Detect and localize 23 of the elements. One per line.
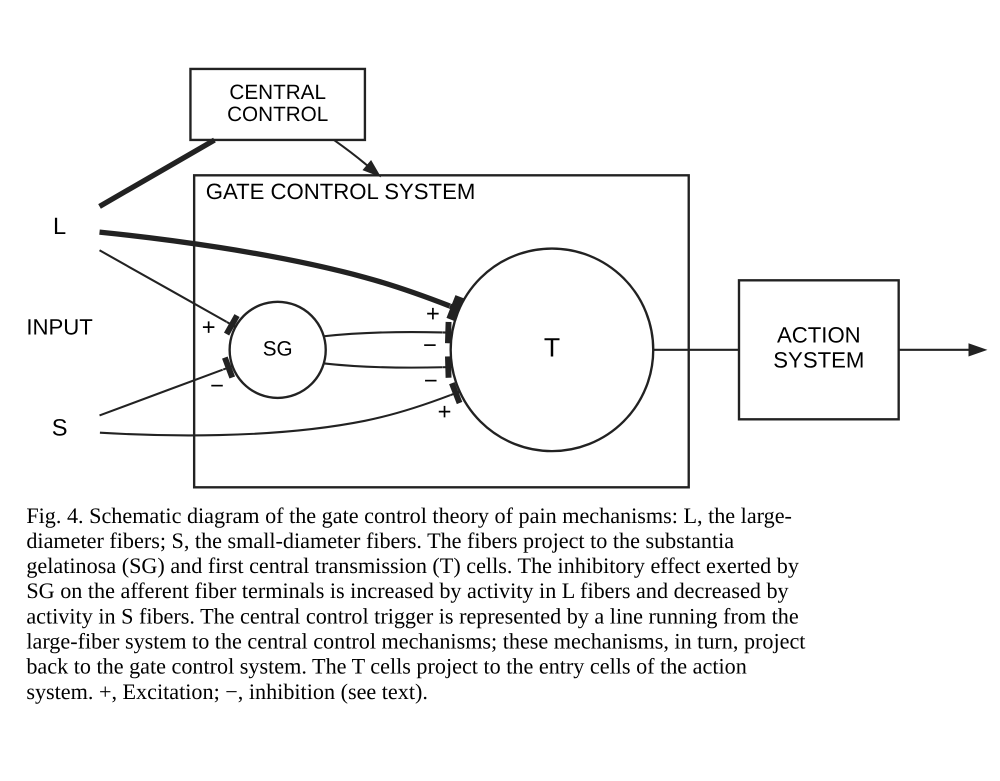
connector [324, 356, 452, 378]
connector [100, 382, 462, 436]
node-box: ACTION SYSTEM [738, 279, 900, 421]
connector [99, 249, 240, 336]
connector [98, 138, 216, 209]
arrow [899, 343, 988, 356]
node-text: L [53, 214, 66, 240]
edge-label: − [210, 374, 224, 400]
edge-label: − [422, 332, 437, 359]
arrow [334, 139, 382, 178]
edge-label: + [426, 301, 440, 328]
node-box: CENTRAL CONTROL [189, 68, 366, 142]
edge-label: + [202, 314, 216, 341]
node-text: S [52, 415, 68, 442]
connector [99, 229, 464, 322]
label: INPUT [26, 314, 93, 340]
node-circle: SG [228, 300, 327, 400]
edge-label: − [424, 368, 438, 394]
connector [654, 348, 739, 351]
edge-label: + [438, 399, 452, 426]
caption: Fig. 4. Schematic diagram of the gate control theory of pain mechanisms: L, the large-diameter fibers; S, the small-diameter fibers. The fibers project to the substantia gelatinosa (SG) and first central transmission (T) cells. The inhibitory effect exerted by SG on the afferent fiber terminals is increased by activity in L fibers and decreased by activity in S fibers. The central control trigger is represented by a line running from the large-fiber system to the central control mechanisms; these mechanisms, in turn, project back to the gate control system. The T cells project to the entry cells of the action system. +, Excitation; −, inhibition (see text). [26, 502, 806, 704]
connector [99, 356, 236, 416]
connector [324, 322, 452, 344]
